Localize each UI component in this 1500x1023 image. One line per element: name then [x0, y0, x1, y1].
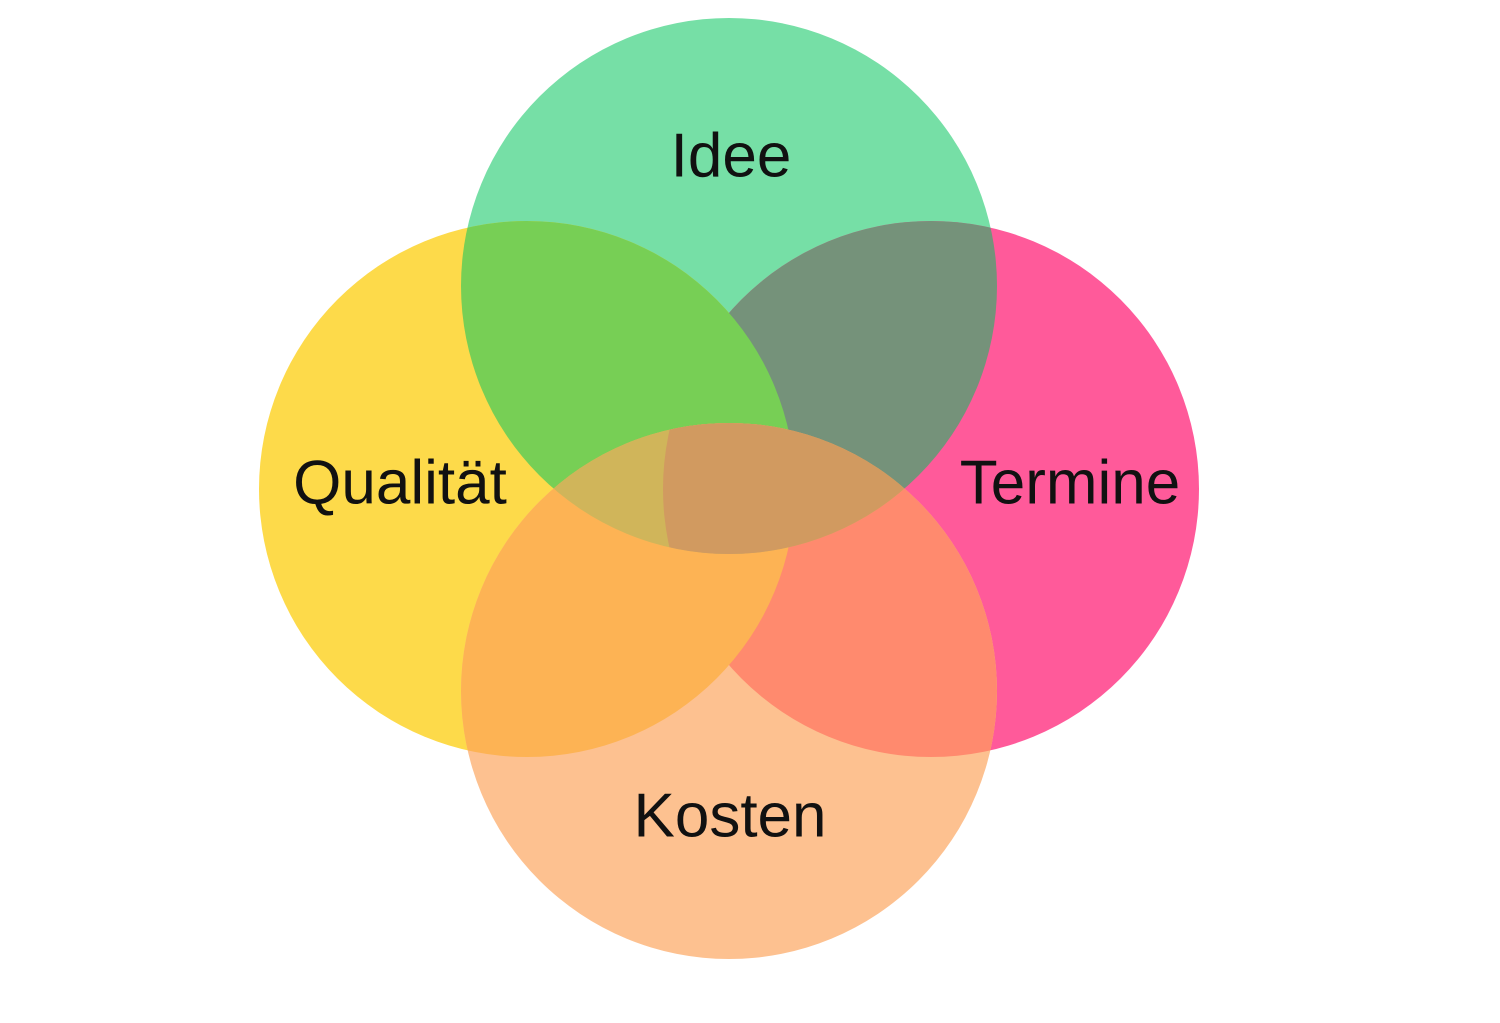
label-kosten: Kosten [633, 781, 826, 850]
label-idee: Idee [671, 121, 792, 190]
label-termine: Termine [960, 448, 1181, 517]
label-qualitaet: Qualität [293, 448, 507, 517]
